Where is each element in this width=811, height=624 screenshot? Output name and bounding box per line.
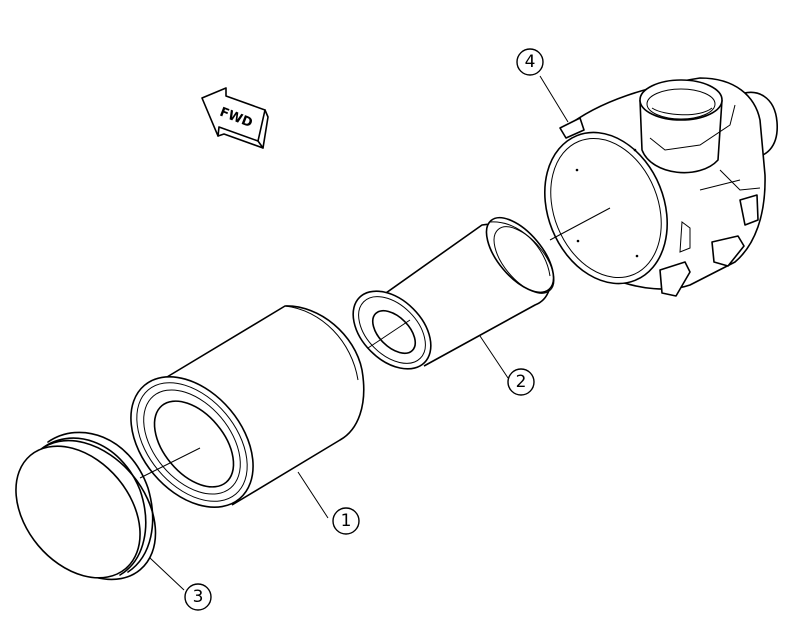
forward-direction-arrow: FWD [201, 87, 269, 149]
callout-4-label: 4 [525, 52, 536, 72]
callout-3-label: 3 [193, 587, 204, 607]
callout-2: 2 [507, 368, 535, 396]
callout-3: 3 [184, 583, 212, 611]
callout-2-label: 2 [516, 372, 527, 392]
callout-1-label: 1 [341, 511, 352, 531]
callout-1: 1 [332, 507, 360, 535]
outer-filter-element [130, 305, 365, 508]
inner-filter-element [352, 216, 555, 370]
callout-4: 4 [516, 48, 544, 76]
callout-leaders [149, 75, 569, 591]
air-cleaner-housing [543, 77, 778, 297]
assembly-center-lines [139, 207, 611, 479]
end-cover [15, 431, 157, 581]
